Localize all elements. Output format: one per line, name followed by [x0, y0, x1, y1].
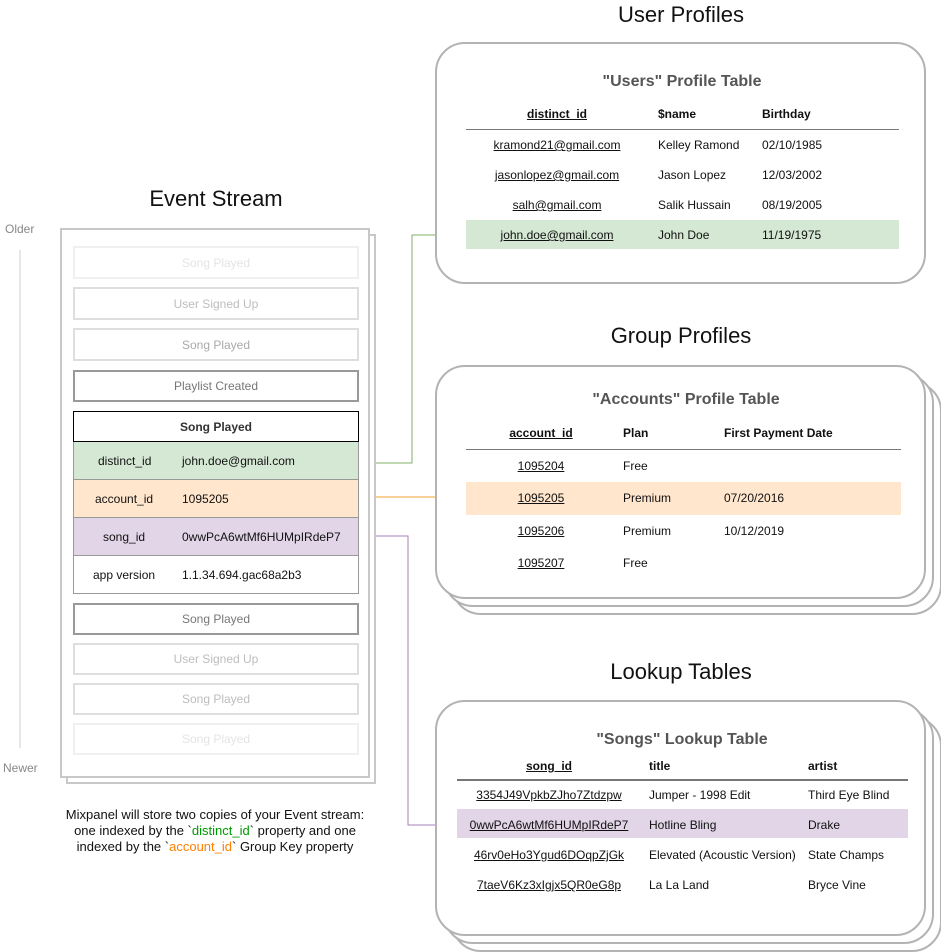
table-cell: Jumper - 1998 Edit: [649, 788, 751, 802]
column-header: song_id: [525, 759, 573, 773]
table-cell: State Champs: [808, 848, 885, 862]
table-row-key: 1095205: [517, 491, 565, 505]
column-header: $name: [658, 107, 697, 121]
header-divider: [457, 779, 908, 781]
header-divider: [466, 129, 899, 130]
table-row-key: 0wwPcA6wtMf6HUMpIRdeP7: [469, 818, 629, 832]
event-item[interactable]: Song Played: [73, 723, 359, 755]
table-cell: Premium: [623, 524, 672, 538]
header-divider: [466, 449, 901, 450]
event-property-song-id: song_id 0wwPcA6wtMf6HUMpIRdeP7: [73, 518, 359, 556]
table-cell: Kelley Ramond: [658, 138, 740, 152]
table-cell: 11/19/1975: [762, 228, 822, 242]
song-id-arrow: [361, 535, 457, 829]
caption: Mixpanel will store two copies of your E…: [65, 807, 365, 854]
account-id-key: account_id: [169, 839, 232, 854]
selected-event-header[interactable]: Song Played: [73, 411, 359, 442]
table-cell: Third Eye Blind: [808, 788, 890, 802]
table-row-key: 7taeV6Kz3xIgjx5QR0eG8p: [476, 878, 622, 892]
highlight-row: [466, 482, 901, 515]
table-row-key: jasonlopez@gmail.com: [494, 168, 620, 182]
table-row-key: salh@gmail.com: [512, 198, 602, 212]
event-item[interactable]: Song Played: [73, 683, 359, 715]
column-header: Plan: [623, 426, 649, 440]
table-cell: Free: [623, 459, 648, 473]
table-row-key: 1095207: [517, 556, 565, 570]
column-header: Birthday: [762, 107, 811, 121]
distinct-id-key: distinct_id: [191, 823, 250, 838]
table-cell: 07/20/2016: [724, 491, 785, 505]
table-cell: Hotline Bling: [649, 818, 717, 832]
table-row-key: kramond21@gmail.com: [493, 138, 621, 152]
highlight-row: [457, 809, 908, 838]
event-item[interactable]: Song Played: [73, 603, 359, 635]
table-row-key: 3354J49VpkbZJho7Ztdzpw: [476, 788, 622, 802]
event-item[interactable]: Song Played: [73, 328, 359, 361]
table-cell: 08/19/2005: [762, 198, 823, 212]
table-row-key: 1095204: [517, 459, 565, 473]
accounts-table-title: "Accounts" Profile Table: [592, 391, 780, 408]
event-stream-title: Event Stream: [149, 186, 283, 211]
event-property-distinct-id: distinct_id john.doe@gmail.com: [73, 442, 359, 480]
songs-table-title: "Songs" Lookup Table: [596, 731, 768, 748]
column-header: account_id: [509, 426, 573, 440]
table-row-key: john.doe@gmail.com: [500, 228, 614, 242]
table-cell: Bryce Vine: [808, 878, 866, 892]
event-item[interactable]: User Signed Up: [73, 287, 359, 320]
event-item[interactable]: Playlist Created: [73, 370, 359, 402]
column-header: artist: [808, 759, 838, 773]
event-item[interactable]: Song Played: [73, 246, 359, 279]
table-row-key: 46rv0eHo3Ygud6DOqpZjGk: [473, 848, 625, 862]
column-header: First Payment Date: [724, 426, 833, 440]
table-cell: 12/03/2002: [762, 168, 823, 182]
column-header: title: [649, 759, 671, 773]
user-profiles-title: User Profiles: [618, 2, 744, 27]
newer-label: Newer: [3, 761, 38, 775]
table-cell: Elevated (Acoustic Version): [649, 848, 796, 862]
older-label: Older: [5, 222, 35, 236]
group-profiles-title: Group Profiles: [610, 323, 752, 348]
table-cell: John Doe: [658, 228, 710, 242]
event-property-app-version: app version 1.1.34.694.gac68a2b3: [73, 556, 359, 594]
table-cell: Jason Lopez: [658, 168, 727, 182]
table-cell: 10/12/2019: [724, 524, 785, 538]
event-property-account-id: account_id 1095205: [73, 480, 359, 518]
table-row-key: 1095206: [517, 524, 565, 538]
table-cell: Premium: [623, 491, 672, 505]
lookup-tables-title: Lookup Tables: [610, 659, 752, 684]
users-table-title: "Users" Profile Table: [602, 73, 762, 90]
table-cell: Salik Hussain: [658, 198, 731, 212]
event-item[interactable]: User Signed Up: [73, 643, 359, 675]
table-cell: La La Land: [649, 878, 710, 892]
highlight-row: [466, 220, 899, 249]
table-cell: 02/10/1985: [762, 138, 823, 152]
column-header: distinct_id: [526, 107, 588, 121]
table-cell: Free: [623, 556, 648, 570]
table-cell: Drake: [808, 818, 841, 832]
